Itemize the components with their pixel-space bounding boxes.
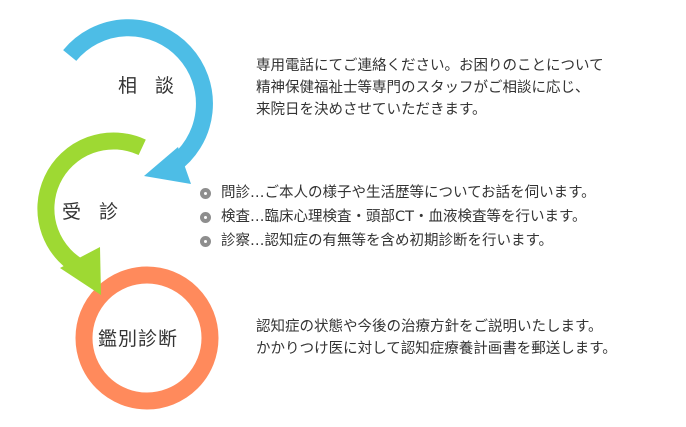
step-2-item-list: 問診…ご本人の様子や生活歴等についてお話を伺います。 検査…臨床心理検査・頭部C…: [200, 181, 596, 253]
step-3-label: 鑑別診断: [98, 328, 179, 350]
list-item-text: 診察…認知症の有無等を含め初期診断を行います。: [221, 233, 554, 249]
list-item: 診察…認知症の有無等を含め初期診断を行います。: [200, 229, 596, 253]
step-3-line: かかりつけ医に対して認知症療養計画書を郵送します。: [256, 341, 617, 357]
step-1-line: 精神保健福祉士等専門のスタッフがご相談に応じ、: [256, 80, 590, 96]
circle-bullet-icon: [200, 211, 211, 223]
step-1-arc: [63, 19, 213, 173]
step-3-line: 認知症の状態や今後の治療方針をご説明いたします。: [256, 319, 603, 335]
step-3-ring: [75, 266, 219, 410]
step-2-arc: [37, 132, 146, 278]
circle-bullet-icon: [200, 187, 211, 199]
step-1-arrow-icon: [144, 147, 191, 184]
circle-bullet-icon: [200, 235, 211, 247]
step-2-label: 受 診: [62, 201, 125, 223]
step-1-description: 専用電話にてご連絡ください。お困りのことについて 精神保健福祉士等専門のスタッフ…: [256, 55, 604, 121]
list-item: 問診…ご本人の様子や生活歴等についてお話を伺います。: [200, 181, 596, 205]
step-1-label: 相 談: [118, 75, 181, 97]
step-1-line: 専用電話にてご連絡ください。お困りのことについて: [256, 58, 604, 74]
list-item-text: 問診…ご本人の様子や生活歴等についてお話を伺います。: [221, 185, 596, 201]
step-1-line: 来院日を決めさせていただきます。: [256, 102, 487, 118]
list-item: 検査…臨床心理検査・頭部CT・血液検査等を行います。: [200, 205, 596, 229]
step-2-arrow-icon: [60, 247, 101, 295]
list-item-text: 検査…臨床心理検査・頭部CT・血液検査等を行います。: [221, 209, 587, 225]
step-3-description: 認知症の状態や今後の治療方針をご説明いたします。 かかりつけ医に対して認知症療養…: [256, 316, 617, 360]
